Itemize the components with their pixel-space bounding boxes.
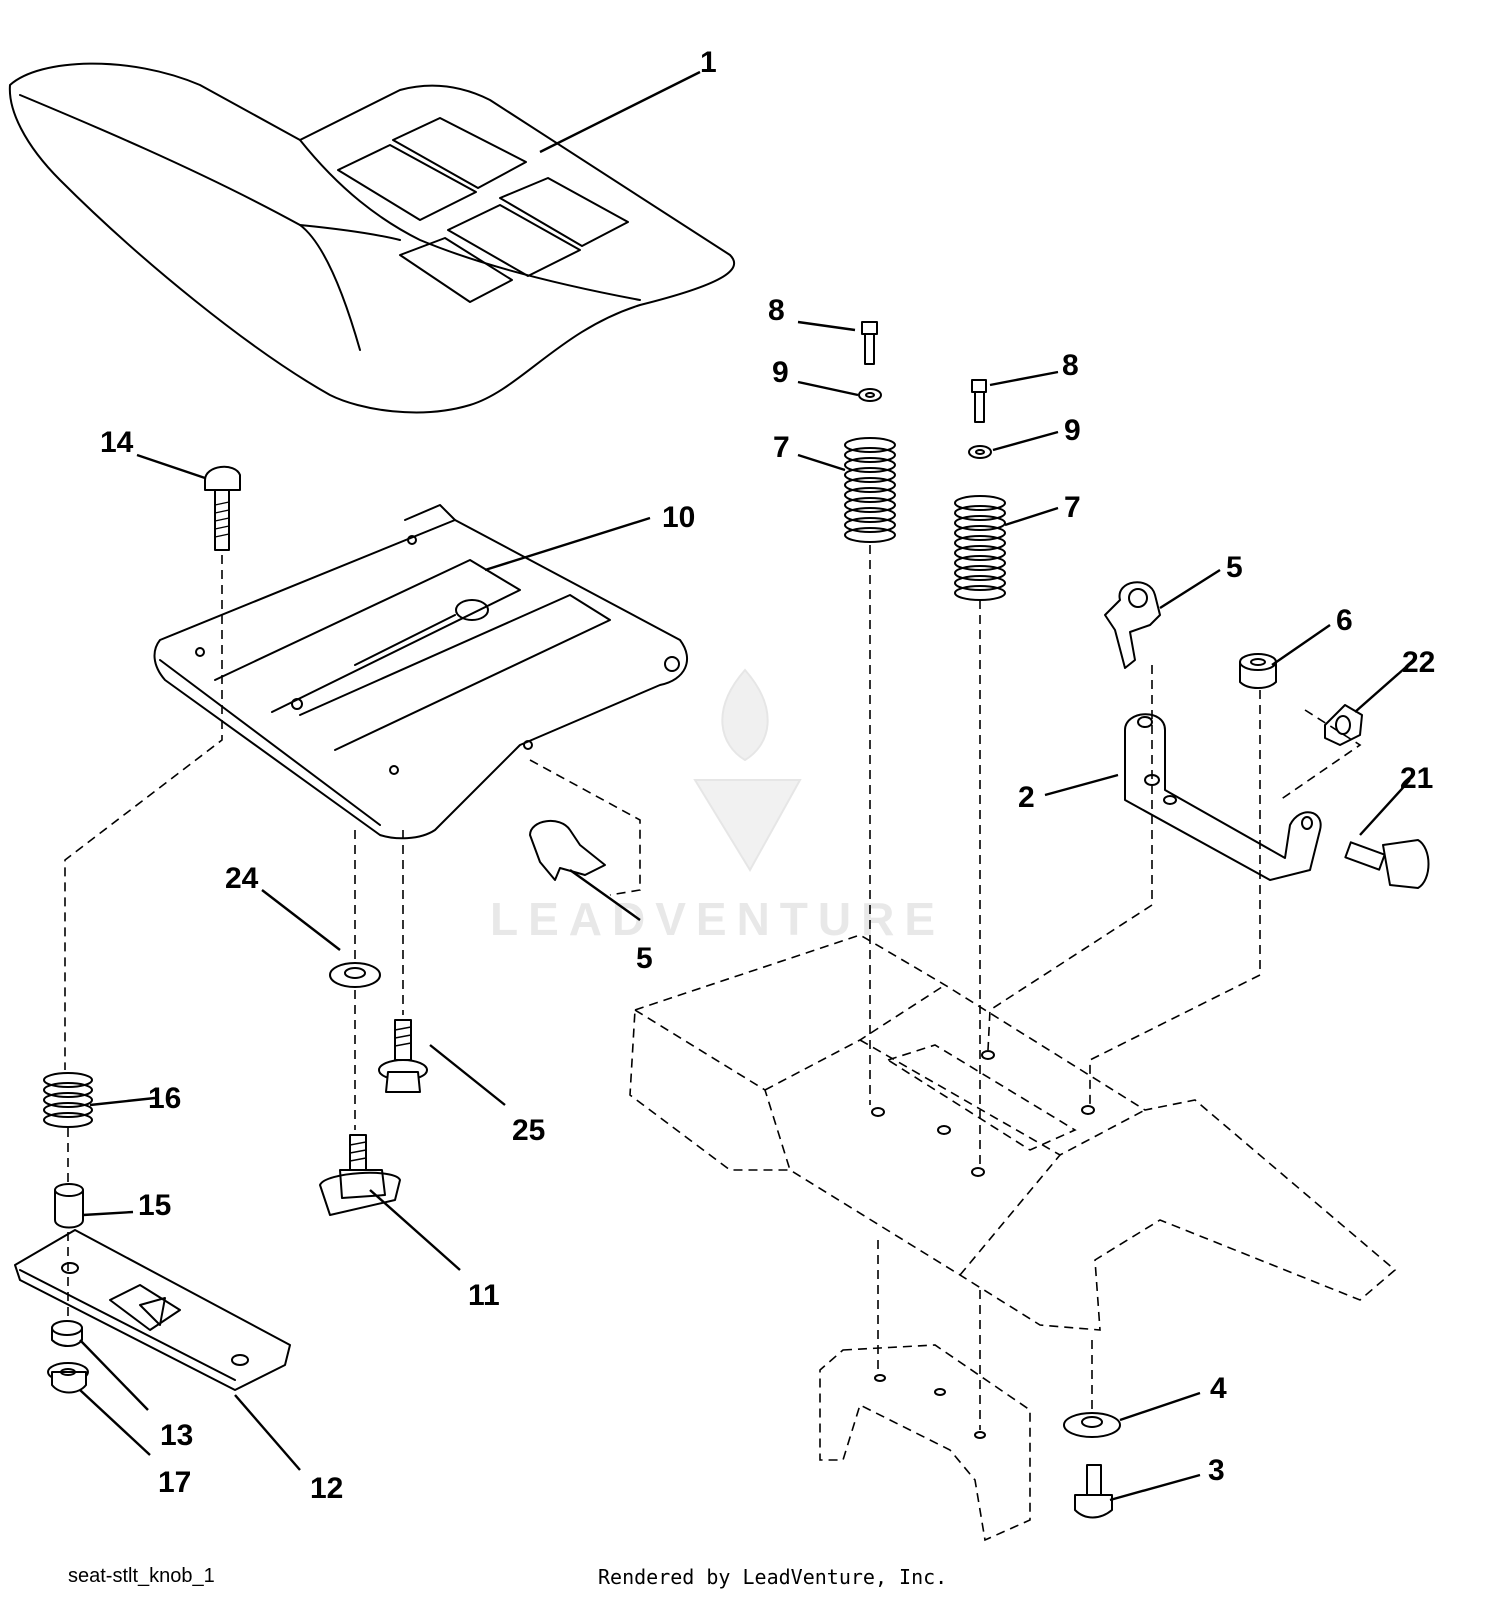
callout-7-right: 7 — [1064, 491, 1081, 524]
spring-stack-left-part — [844, 321, 896, 543]
washer-24-part — [329, 962, 381, 988]
carriage-bolt-part — [204, 465, 241, 551]
fender-holes — [871, 1050, 1095, 1439]
callout-13: 13 — [160, 1419, 193, 1452]
watermark-logo: LEADVENTURE — [490, 668, 945, 945]
seat-plate-part — [14, 1229, 291, 1391]
callout-5-left: 5 — [636, 942, 653, 975]
callout-9-left: 9 — [772, 356, 789, 389]
callout-6: 6 — [1336, 604, 1353, 637]
callout-16: 16 — [148, 1082, 181, 1115]
callout-14: 14 — [100, 426, 134, 459]
clip-part — [529, 581, 1161, 881]
bolt-3-part — [1074, 1464, 1113, 1519]
callout-17: 17 — [158, 1466, 191, 1499]
fender-frame-outline — [629, 934, 1397, 1542]
spring-16-part — [43, 1072, 93, 1128]
callout-labels: 1 14 10 24 5 25 16 15 11 13 17 12 8 9 7 … — [100, 46, 1435, 1505]
callout-9-right: 9 — [1064, 414, 1081, 447]
rendered-by-label: Rendered by LeadVenture, Inc. — [598, 1565, 948, 1589]
bolt-21-part — [1344, 839, 1430, 889]
nut-22-part — [1324, 704, 1363, 746]
callout-25: 25 — [512, 1114, 545, 1147]
seat-pan-part — [153, 504, 689, 840]
callout-11: 11 — [468, 1279, 500, 1312]
spring-stack-right-part — [954, 379, 1006, 601]
callout-7-left: 7 — [773, 431, 790, 464]
leader-lines — [79, 70, 1411, 1502]
seat-part — [8, 62, 736, 414]
callout-8-right: 8 — [1062, 349, 1079, 382]
callout-1: 1 — [700, 46, 717, 79]
nut-13-part — [51, 1320, 83, 1347]
callout-15: 15 — [138, 1189, 171, 1222]
knob-part — [319, 1134, 401, 1216]
callout-10: 10 — [662, 501, 695, 534]
callout-22: 22 — [1402, 646, 1435, 679]
nut-17-part — [47, 1362, 89, 1394]
callout-24: 24 — [225, 862, 259, 895]
shoulder-bolt-part — [378, 1019, 428, 1093]
watermark-text: LEADVENTURE — [490, 893, 945, 945]
callout-5-right: 5 — [1226, 551, 1243, 584]
callout-8-left: 8 — [768, 294, 785, 327]
bracket-part — [1124, 713, 1322, 881]
callout-2: 2 — [1018, 781, 1035, 814]
bushing-part — [54, 1183, 84, 1229]
callout-3: 3 — [1208, 1454, 1225, 1487]
callout-21: 21 — [1400, 762, 1433, 795]
callout-12: 12 — [310, 1472, 343, 1505]
nut-6-part — [1239, 653, 1277, 689]
diagram-id-label: seat-stlt_knob_1 — [68, 1565, 215, 1587]
alignment-lines — [64, 545, 1362, 1430]
callout-4: 4 — [1210, 1372, 1227, 1405]
washer-4-part — [1063, 1412, 1121, 1438]
